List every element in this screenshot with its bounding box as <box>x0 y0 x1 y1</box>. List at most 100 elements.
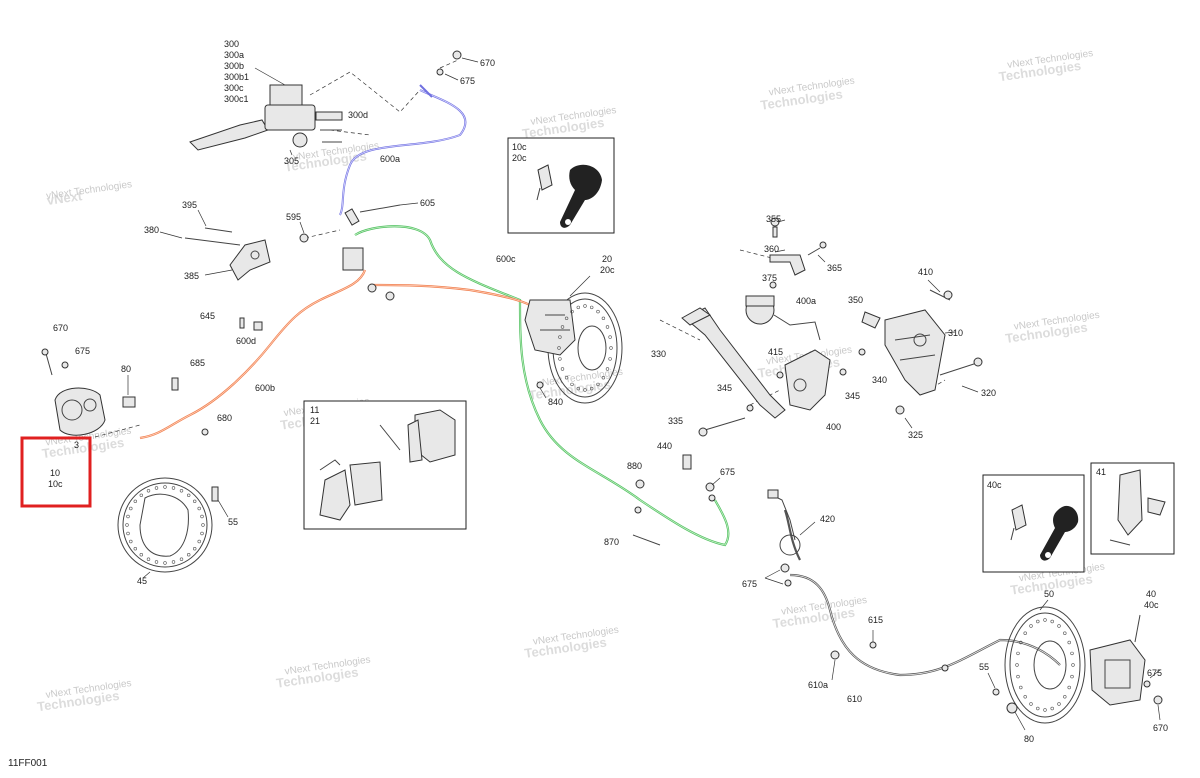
disc-hole <box>163 561 167 565</box>
highlight-box <box>20 436 92 508</box>
disc-hole <box>146 489 151 493</box>
disc-hole <box>558 357 562 361</box>
disc-hole <box>139 493 144 497</box>
label-675: 675 <box>460 76 475 86</box>
label-600a: 600a <box>380 154 400 164</box>
disc-hole <box>570 382 574 387</box>
disc-hole <box>576 386 580 391</box>
inset-rear-pads-41 <box>1090 462 1175 555</box>
disc-hole <box>601 316 606 320</box>
sensor-420 <box>764 489 816 587</box>
label-675-d: 675 <box>742 579 757 589</box>
disc-hole <box>1063 631 1067 635</box>
disc-hole <box>193 546 197 551</box>
label-385: 385 <box>184 271 199 281</box>
label-55: 55 <box>228 517 238 527</box>
disc-hole <box>1015 663 1019 667</box>
brake-lever <box>189 119 269 151</box>
disc-hole <box>560 367 565 371</box>
bolt-680 <box>201 428 209 436</box>
label-685: 685 <box>190 358 205 368</box>
brake-hoses <box>139 84 1061 677</box>
label-605: 605 <box>420 198 435 208</box>
label-345-b: 345 <box>845 391 860 401</box>
disc-hole <box>1050 619 1054 624</box>
center-parts <box>632 454 721 546</box>
front-disc-45 <box>117 477 229 579</box>
disc-hole <box>200 531 204 536</box>
label-55-rear: 55 <box>979 662 989 672</box>
disc-hole <box>154 560 159 564</box>
label-300a: 300a <box>224 50 244 60</box>
label-300c1: 300c1 <box>224 94 249 104</box>
disc-hole <box>125 523 129 527</box>
bolt-605 <box>359 204 401 213</box>
disc-hole <box>201 523 205 527</box>
label-365: 365 <box>827 263 842 273</box>
label-675-e: 675 <box>1147 668 1162 678</box>
inset-10c-label: 10c <box>512 142 527 152</box>
label-610: 610 <box>847 694 862 704</box>
inset-bleeder-10c <box>507 137 615 234</box>
disc-hole <box>596 309 600 314</box>
disc-hole <box>1071 663 1075 667</box>
callout-labels: 300 300a 300b 300b1 300c 300c1 300d 305 … <box>8 39 1168 769</box>
disc-hole <box>126 514 130 519</box>
label-20: 20 <box>602 254 612 264</box>
label-3: 3 <box>74 440 79 450</box>
label-375: 375 <box>762 273 777 283</box>
disc-hole <box>1057 624 1061 628</box>
label-410: 410 <box>918 267 933 277</box>
label-335: 335 <box>668 416 683 426</box>
disc-hole <box>576 305 580 310</box>
disc-hole <box>1019 685 1023 690</box>
disc-hole <box>609 346 613 350</box>
label-400a: 400a <box>796 296 816 306</box>
disc-hole <box>1029 624 1033 628</box>
bolt-670 <box>452 50 462 60</box>
label-300c: 300c <box>224 83 244 93</box>
disc-hole <box>1067 685 1071 690</box>
disc-hole <box>187 493 191 497</box>
disc-hole <box>605 325 610 329</box>
switch-440 <box>682 454 692 470</box>
label-325: 325 <box>908 430 923 440</box>
label-10c: 10c <box>48 479 63 489</box>
label-440: 440 <box>657 441 672 451</box>
disc-hole <box>133 546 138 551</box>
front-left-caliper <box>41 317 263 436</box>
bolt-685 <box>171 377 179 391</box>
label-395: 395 <box>182 200 197 210</box>
spring-350 <box>861 311 881 329</box>
master-cylinder-body <box>264 104 316 131</box>
pedal-bracket-310 <box>861 279 983 429</box>
master-cylinder-assembly <box>189 67 343 156</box>
disc-hole <box>1067 640 1071 645</box>
watermark: vNext <box>46 188 84 208</box>
label-345: 345 <box>717 383 732 393</box>
label-400: 400 <box>826 422 841 432</box>
disc-hole <box>589 386 594 391</box>
disc-hole <box>197 506 201 511</box>
disc-hole <box>1070 651 1074 656</box>
label-305: 305 <box>284 156 299 166</box>
label-20c: 20c <box>600 265 615 275</box>
washer-675 <box>436 68 444 76</box>
bolt-840 <box>536 381 544 389</box>
washer-345 <box>746 404 754 412</box>
disc-hole <box>1036 619 1040 624</box>
label-320: 320 <box>981 388 996 398</box>
disc-hole <box>171 560 176 564</box>
disc-hole <box>197 539 201 544</box>
disc-hole <box>193 499 197 503</box>
label-350: 350 <box>848 295 863 305</box>
disc-hole <box>139 552 144 557</box>
disc-hole <box>583 304 587 308</box>
reservoir <box>269 84 303 108</box>
disc-hole <box>1050 706 1054 711</box>
pin-335 <box>704 417 746 431</box>
label-300b: 300b <box>224 61 244 71</box>
label-10: 10 <box>50 468 60 478</box>
label-600d: 600d <box>236 336 256 346</box>
